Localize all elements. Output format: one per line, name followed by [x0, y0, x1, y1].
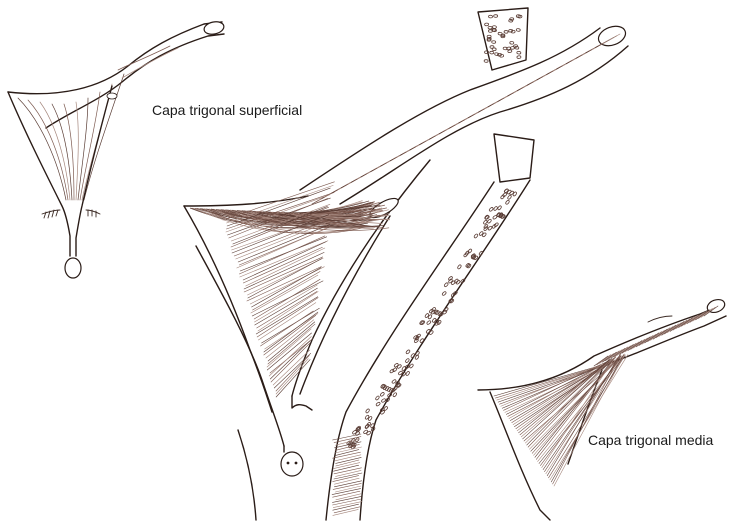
main-urethra-opening	[281, 452, 303, 476]
label-superficial-layer: Capa trigonal superficial	[152, 102, 302, 118]
main-trigone-drawing	[184, 8, 628, 520]
main-ureter	[300, 23, 628, 204]
upper-cut-duct	[478, 8, 528, 70]
superficial-layer-drawing	[8, 20, 225, 278]
superficial-trigone-fibers	[18, 46, 178, 200]
main-ureteral-orifice	[596, 23, 628, 49]
main-trigone-fan	[184, 160, 430, 412]
media-layer-drawing	[478, 297, 727, 520]
superficial-trigone-outline	[8, 86, 117, 278]
superficial-urethra-opening	[65, 258, 81, 278]
label-media-layer: Capa trigonal media	[588, 432, 713, 448]
upper-duct-dots	[484, 15, 522, 63]
lower-inclined-duct	[326, 134, 534, 520]
duct-dots	[332, 188, 517, 515]
